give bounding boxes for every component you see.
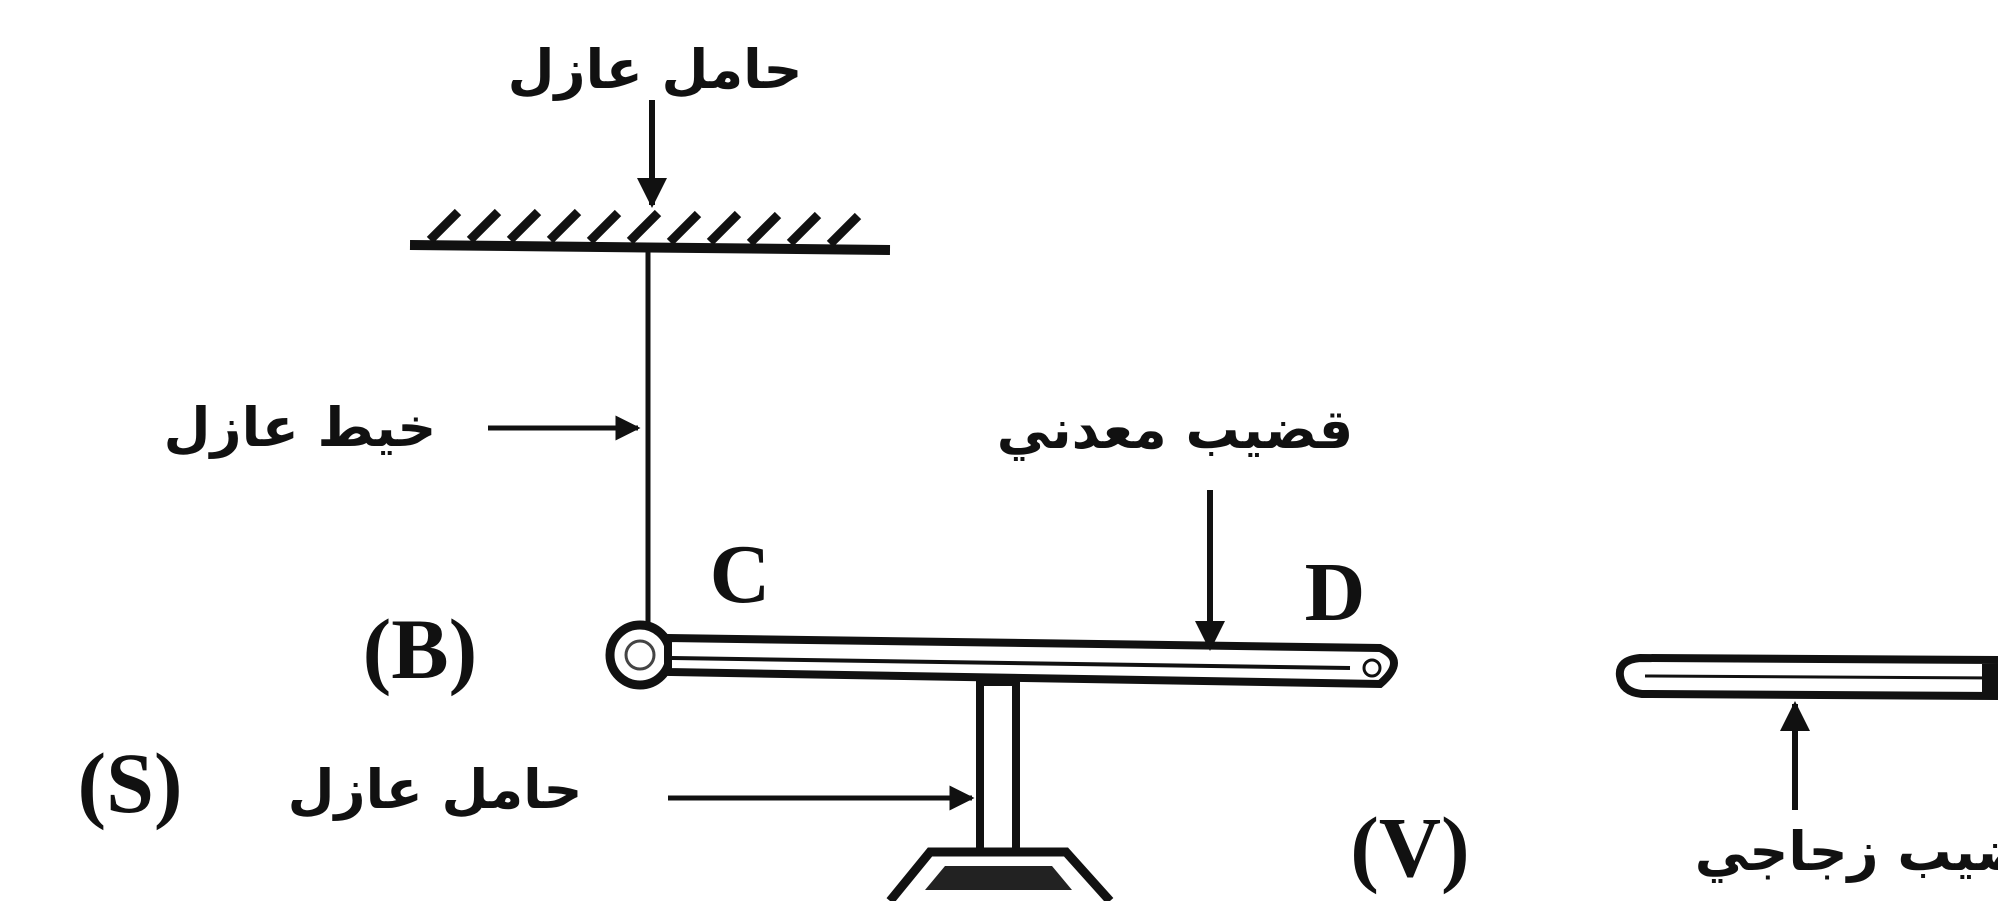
- label-s: (S): [77, 735, 182, 831]
- label-v: (V): [1350, 799, 1469, 895]
- label-bent-rod: قضيب معدني: [997, 398, 1354, 461]
- label-insulating-support-bottom: حامل عازل: [288, 758, 583, 821]
- metal-rod: [664, 633, 1398, 689]
- label-d: D: [1305, 546, 1366, 639]
- insulating-stand: [886, 678, 1114, 901]
- glass-rod: [1615, 653, 1998, 700]
- label-b: (B): [363, 601, 478, 697]
- label-insulating-support-top: حامل عازل: [508, 38, 803, 101]
- label-insulating-thread: خيط عازل: [164, 396, 437, 459]
- ceiling-support: [409, 208, 891, 255]
- label-glass-rod: قضيب زجاجي: [1695, 820, 1998, 883]
- conducting-ball: [605, 620, 675, 690]
- label-c: C: [710, 528, 771, 621]
